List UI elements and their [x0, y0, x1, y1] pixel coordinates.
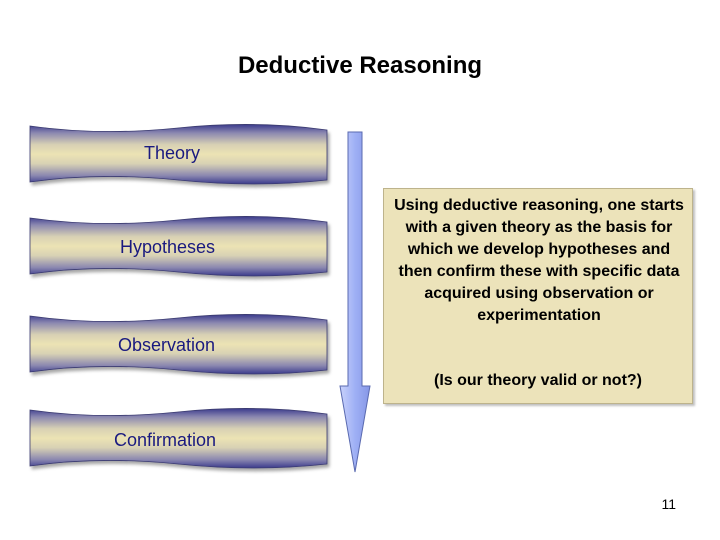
step-label-confirmation: Confirmation	[114, 430, 217, 450]
banner-confirmation	[29, 408, 328, 469]
description-box: Using deductive reasoning, one starts wi…	[383, 188, 693, 404]
description-question: (Is our theory valid or not?)	[433, 372, 642, 389]
banner-observation	[29, 314, 328, 375]
page-number: 11	[661, 496, 676, 512]
steps-diagram	[29, 124, 328, 469]
step-label-observation: Observation	[118, 335, 216, 355]
step-label-theory: Theory	[144, 143, 201, 163]
step-label-hypotheses: Hypotheses	[120, 237, 216, 257]
slide-title: Deductive Reasoning	[237, 52, 483, 79]
down-arrow-icon	[339, 131, 371, 473]
banner-hypotheses	[29, 216, 328, 277]
banner-theory	[29, 124, 328, 185]
description-text: Using deductive reasoning, one starts wi…	[394, 197, 684, 324]
